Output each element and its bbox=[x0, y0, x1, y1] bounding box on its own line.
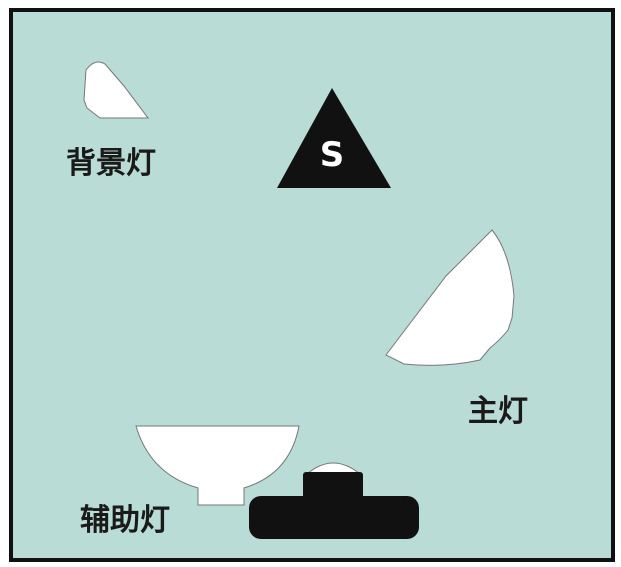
fill-light-icon bbox=[135, 425, 300, 506]
background-light-label: 背景灯 bbox=[66, 146, 156, 181]
fill-light-label: 辅助灯 bbox=[80, 503, 170, 538]
subject-icon: S bbox=[277, 88, 391, 188]
key-light-icon bbox=[385, 229, 515, 366]
key-light-label: 主灯 bbox=[468, 394, 528, 429]
subject-letter: S bbox=[320, 135, 345, 175]
camera-icon bbox=[249, 462, 419, 539]
background-light-icon bbox=[83, 61, 149, 119]
